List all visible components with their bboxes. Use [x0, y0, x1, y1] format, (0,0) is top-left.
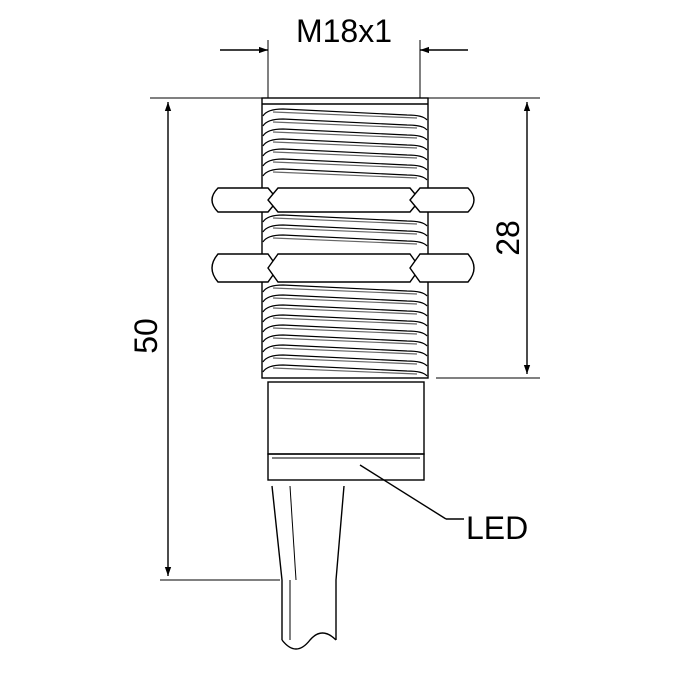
upper-hex-nut [211, 187, 475, 213]
thread-line [262, 148, 428, 161]
lower-hex-nut [211, 253, 475, 283]
thread-line [262, 324, 428, 337]
overall-length-label: 50 [128, 318, 164, 354]
thread-line [272, 131, 418, 139]
thread-line [272, 307, 418, 315]
cable [271, 485, 345, 650]
thread-line [272, 337, 418, 345]
thread-line [272, 287, 418, 295]
thread-line [272, 111, 418, 119]
thread-line [262, 354, 428, 367]
thread-line [272, 141, 418, 149]
thread-line [272, 151, 418, 159]
sensor-housing [267, 381, 425, 481]
thread-length-label: 28 [490, 220, 526, 256]
thread-line [272, 347, 418, 355]
thread-line [272, 357, 418, 365]
thread-line [262, 294, 428, 307]
thread-length-dimension: 28 [428, 97, 540, 379]
thread-line [272, 161, 418, 169]
threaded-body [261, 97, 429, 379]
thread-size-dimension: M18x1 [220, 13, 468, 98]
thread-line [262, 214, 428, 227]
thread-line [272, 297, 418, 305]
thread-lines [262, 108, 428, 377]
thread-line [262, 224, 428, 237]
thread-line [262, 138, 428, 151]
thread-line [262, 314, 428, 327]
overall-length-dimension: 50 [128, 97, 280, 581]
thread-line [272, 217, 418, 225]
thread-line [262, 234, 428, 247]
thread-line [262, 158, 428, 171]
thread-line [272, 171, 418, 179]
thread-line [262, 118, 428, 131]
thread-line [272, 227, 418, 235]
thread-line [272, 317, 418, 325]
thread-line [262, 108, 428, 121]
thread-size-label: M18x1 [296, 13, 392, 49]
thread-line [262, 168, 428, 181]
led-label: LED [466, 510, 528, 546]
thread-line [262, 364, 428, 377]
thread-line [262, 304, 428, 317]
led-ring [267, 453, 425, 481]
thread-line [272, 327, 418, 335]
thread-line [272, 237, 418, 245]
thread-line [262, 344, 428, 357]
led-callout: LED [359, 464, 528, 546]
thread-line [262, 128, 428, 141]
thread-line [272, 121, 418, 129]
thread-line [272, 367, 418, 375]
thread-line [262, 334, 428, 347]
thread-line [262, 284, 428, 297]
